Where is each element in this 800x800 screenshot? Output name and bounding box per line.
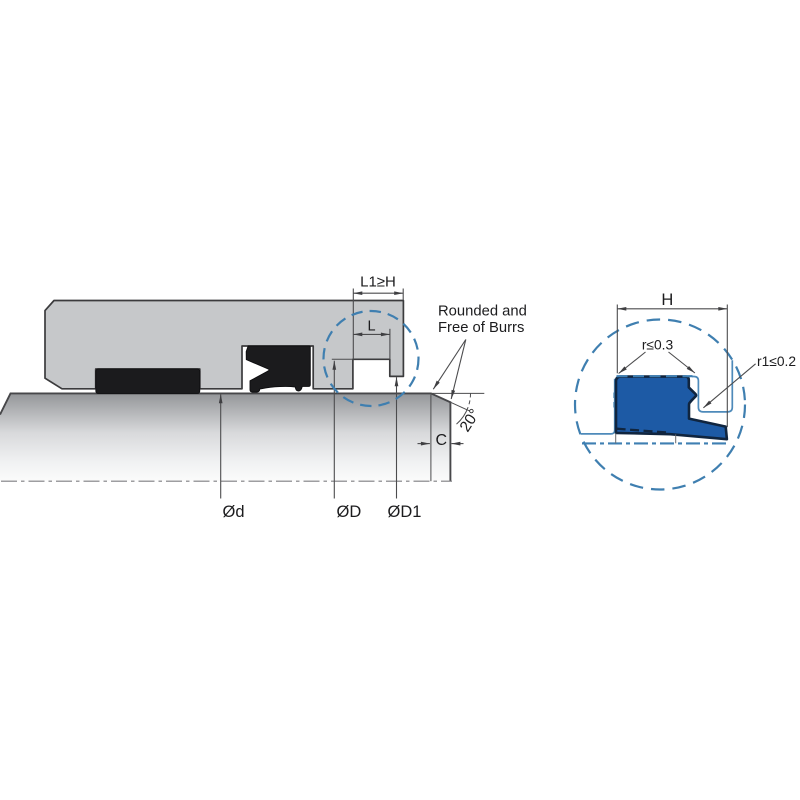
label-note-1: Rounded and xyxy=(438,304,527,320)
detail-tie-lines xyxy=(615,433,677,444)
detail-view: H r≤0.3 r1≤0.2 xyxy=(573,291,796,491)
angle-arc-tail xyxy=(456,407,469,425)
detail-callout-circle xyxy=(322,309,420,408)
label-l: L xyxy=(367,319,375,335)
label-note-2: Free of Burrs xyxy=(438,320,524,336)
groove-outline-left xyxy=(580,378,616,435)
leader-burrs-2 xyxy=(450,339,467,400)
groove-outline-right xyxy=(692,360,734,413)
label-r1-max: r1≤0.2 xyxy=(757,354,796,369)
label-dia-shaft: Ød xyxy=(223,503,245,521)
detail-dimensions xyxy=(616,304,756,428)
rod-shaft xyxy=(0,393,451,482)
detail-view-circle xyxy=(573,318,747,491)
leader-r-right xyxy=(668,351,696,374)
leader-r1 xyxy=(703,363,756,409)
label-l1: L1≥H xyxy=(360,273,396,290)
label-r-max: r≤0.3 xyxy=(642,338,674,353)
u-cup-seal xyxy=(245,345,311,393)
ext-line-chamfer-slope xyxy=(450,401,470,412)
leader-burrs-1 xyxy=(432,339,467,390)
label-dia-lip: ØD1 xyxy=(388,503,422,521)
dimension-lines xyxy=(218,288,485,499)
label-angle: 20° xyxy=(457,406,484,435)
leader-r-left xyxy=(618,351,646,374)
label-h: H xyxy=(661,291,673,309)
guide-ring xyxy=(95,368,201,394)
lip-hidden-dashed-line xyxy=(616,427,669,434)
label-dia-groove: ØD xyxy=(337,503,362,521)
wiper-seal-profile xyxy=(614,375,729,441)
section-view: L1≥H L Rounded and Free of Burrs 20° C Ø… xyxy=(0,273,527,521)
housing-block xyxy=(44,299,405,390)
label-c: C xyxy=(436,432,448,449)
angle-arc xyxy=(467,393,472,408)
